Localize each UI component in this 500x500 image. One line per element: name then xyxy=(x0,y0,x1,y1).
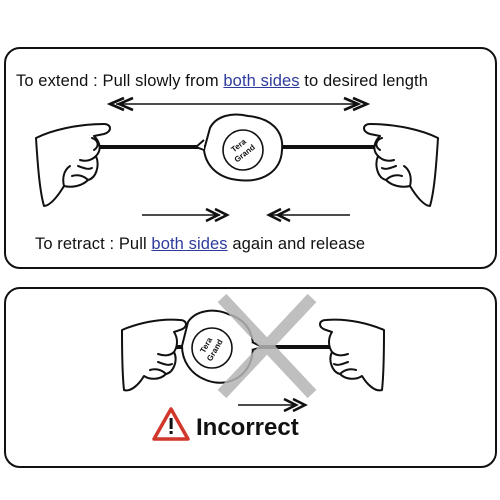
retract-instruction: To retract : Pull both sides again and r… xyxy=(35,235,365,254)
retract-suffix: again and release xyxy=(227,235,366,253)
extend-instruction: To extend : Pull slowly from both sides … xyxy=(16,72,428,91)
extend-suffix: to desired length xyxy=(299,72,429,90)
right-hand-icon xyxy=(363,123,439,207)
tape-measure-icon xyxy=(194,113,284,182)
retract-arrow-left-icon xyxy=(266,207,350,223)
warning-icon xyxy=(152,407,190,441)
retract-arrow-right-icon xyxy=(142,207,230,223)
retract-both-sides: both sides xyxy=(151,235,228,253)
left-hand-icon xyxy=(35,123,111,207)
extend-prefix: To extend : Pull slowly from xyxy=(16,72,224,90)
pull-one-side-arrow-icon xyxy=(238,397,308,413)
incorrect-label: Incorrect xyxy=(196,414,299,441)
extend-both-sides: both sides xyxy=(223,72,300,90)
double-arrow-icon xyxy=(106,96,371,112)
incorrect-cross-icon xyxy=(217,293,317,399)
left-hand-bottom-icon xyxy=(121,318,187,392)
retract-prefix: To retract : Pull xyxy=(35,235,152,253)
incorrect-usage-panel xyxy=(4,287,497,468)
tape-measure-bottom-icon xyxy=(180,309,265,384)
right-hand-bottom-icon xyxy=(319,318,385,392)
